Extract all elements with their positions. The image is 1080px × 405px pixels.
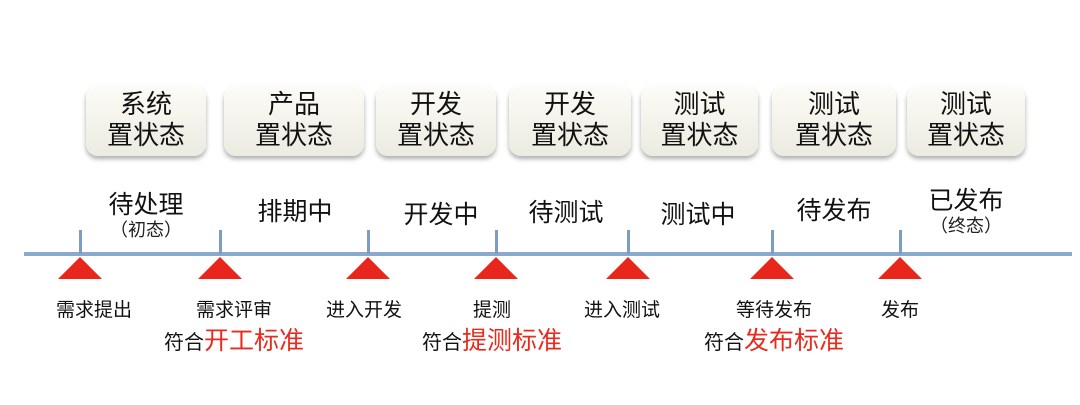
state-label: 排期中 [257, 197, 333, 226]
criteria-start-work: 符合开工标准 [104, 326, 364, 357]
state-label: 测试中 [660, 200, 736, 229]
event-label-submit-test: 提测 [472, 299, 511, 321]
role-box-dev-1: 开发 置状态 [376, 86, 496, 156]
state-label: 待发布 [796, 196, 872, 225]
state-developing: 开发中 [351, 200, 531, 230]
role-box-product: 产品 置状态 [224, 86, 364, 156]
timeline-tick [367, 230, 370, 254]
role-box-test-1: 测试 置状态 [641, 86, 758, 156]
event-label-release: 发布 [880, 299, 919, 321]
event-marker-triangle [474, 257, 518, 279]
state-pending-test: 待测试 [476, 198, 656, 228]
role-line1: 测试 [673, 90, 726, 120]
role-box-system: 系统 置状态 [86, 86, 206, 156]
state-pending: 待处理 （初态） [56, 190, 236, 242]
criteria-submit-test: 符合提测标准 [362, 326, 622, 357]
role-line1: 开发 [409, 90, 462, 120]
event-marker-triangle [606, 257, 650, 279]
state-label: 待处理 [108, 190, 184, 219]
event-label-await-release: 等待发布 [735, 299, 812, 321]
role-line2: 置状态 [794, 121, 873, 151]
state-scheduling: 排期中 [205, 197, 385, 227]
timeline-tick [219, 230, 222, 254]
role-line1: 产品 [267, 90, 320, 120]
event-marker-triangle [346, 257, 390, 279]
state-pending-release: 待发布 [744, 196, 924, 226]
role-line2: 置状态 [396, 121, 475, 151]
criteria-prefix: 符合 [703, 330, 744, 354]
criteria-highlight: 提测标准 [461, 326, 562, 355]
timeline-tick [79, 230, 82, 254]
event-marker-triangle [198, 257, 242, 279]
role-box-test-3: 测试 置状态 [907, 86, 1025, 156]
state-label: 待测试 [528, 198, 604, 227]
role-line1: 测试 [939, 90, 992, 120]
role-line2: 置状态 [106, 121, 185, 151]
event-label-review: 需求评审 [195, 299, 272, 321]
role-box-test-2: 测试 置状态 [772, 86, 896, 156]
event-marker-triangle [58, 257, 102, 279]
role-line1: 测试 [807, 90, 860, 120]
event-marker-triangle [750, 257, 794, 279]
event-marker-triangle [878, 257, 922, 279]
state-sub: （终态） [930, 216, 1002, 237]
timeline-tick [899, 230, 902, 254]
timeline-tick [771, 230, 774, 254]
role-line1: 开发 [543, 90, 596, 120]
state-testing: 测试中 [608, 200, 788, 230]
role-line2: 置状态 [530, 121, 609, 151]
event-label-start-test: 进入测试 [583, 299, 660, 321]
state-label: 已发布 [928, 186, 1004, 215]
criteria-prefix: 符合 [421, 330, 462, 354]
timeline-tick [627, 230, 630, 254]
role-line2: 置状态 [926, 121, 1005, 151]
criteria-prefix: 符合 [163, 330, 204, 354]
criteria-highlight: 发布标准 [743, 326, 844, 355]
criteria-release: 符合发布标准 [644, 326, 904, 357]
role-box-dev-2: 开发 置状态 [509, 86, 631, 156]
timeline-line [24, 252, 1072, 256]
state-label: 开发中 [403, 200, 479, 229]
state-sub: （初态） [110, 220, 182, 241]
timeline-tick [495, 230, 498, 254]
criteria-highlight: 开工标准 [203, 326, 304, 355]
role-line1: 系统 [119, 90, 172, 120]
event-label-request: 需求提出 [55, 299, 132, 321]
role-line2: 置状态 [254, 121, 333, 151]
event-label-start-dev: 进入开发 [325, 299, 402, 321]
state-released: 已发布 （终态） [876, 186, 1056, 238]
role-line2: 置状态 [660, 121, 739, 151]
